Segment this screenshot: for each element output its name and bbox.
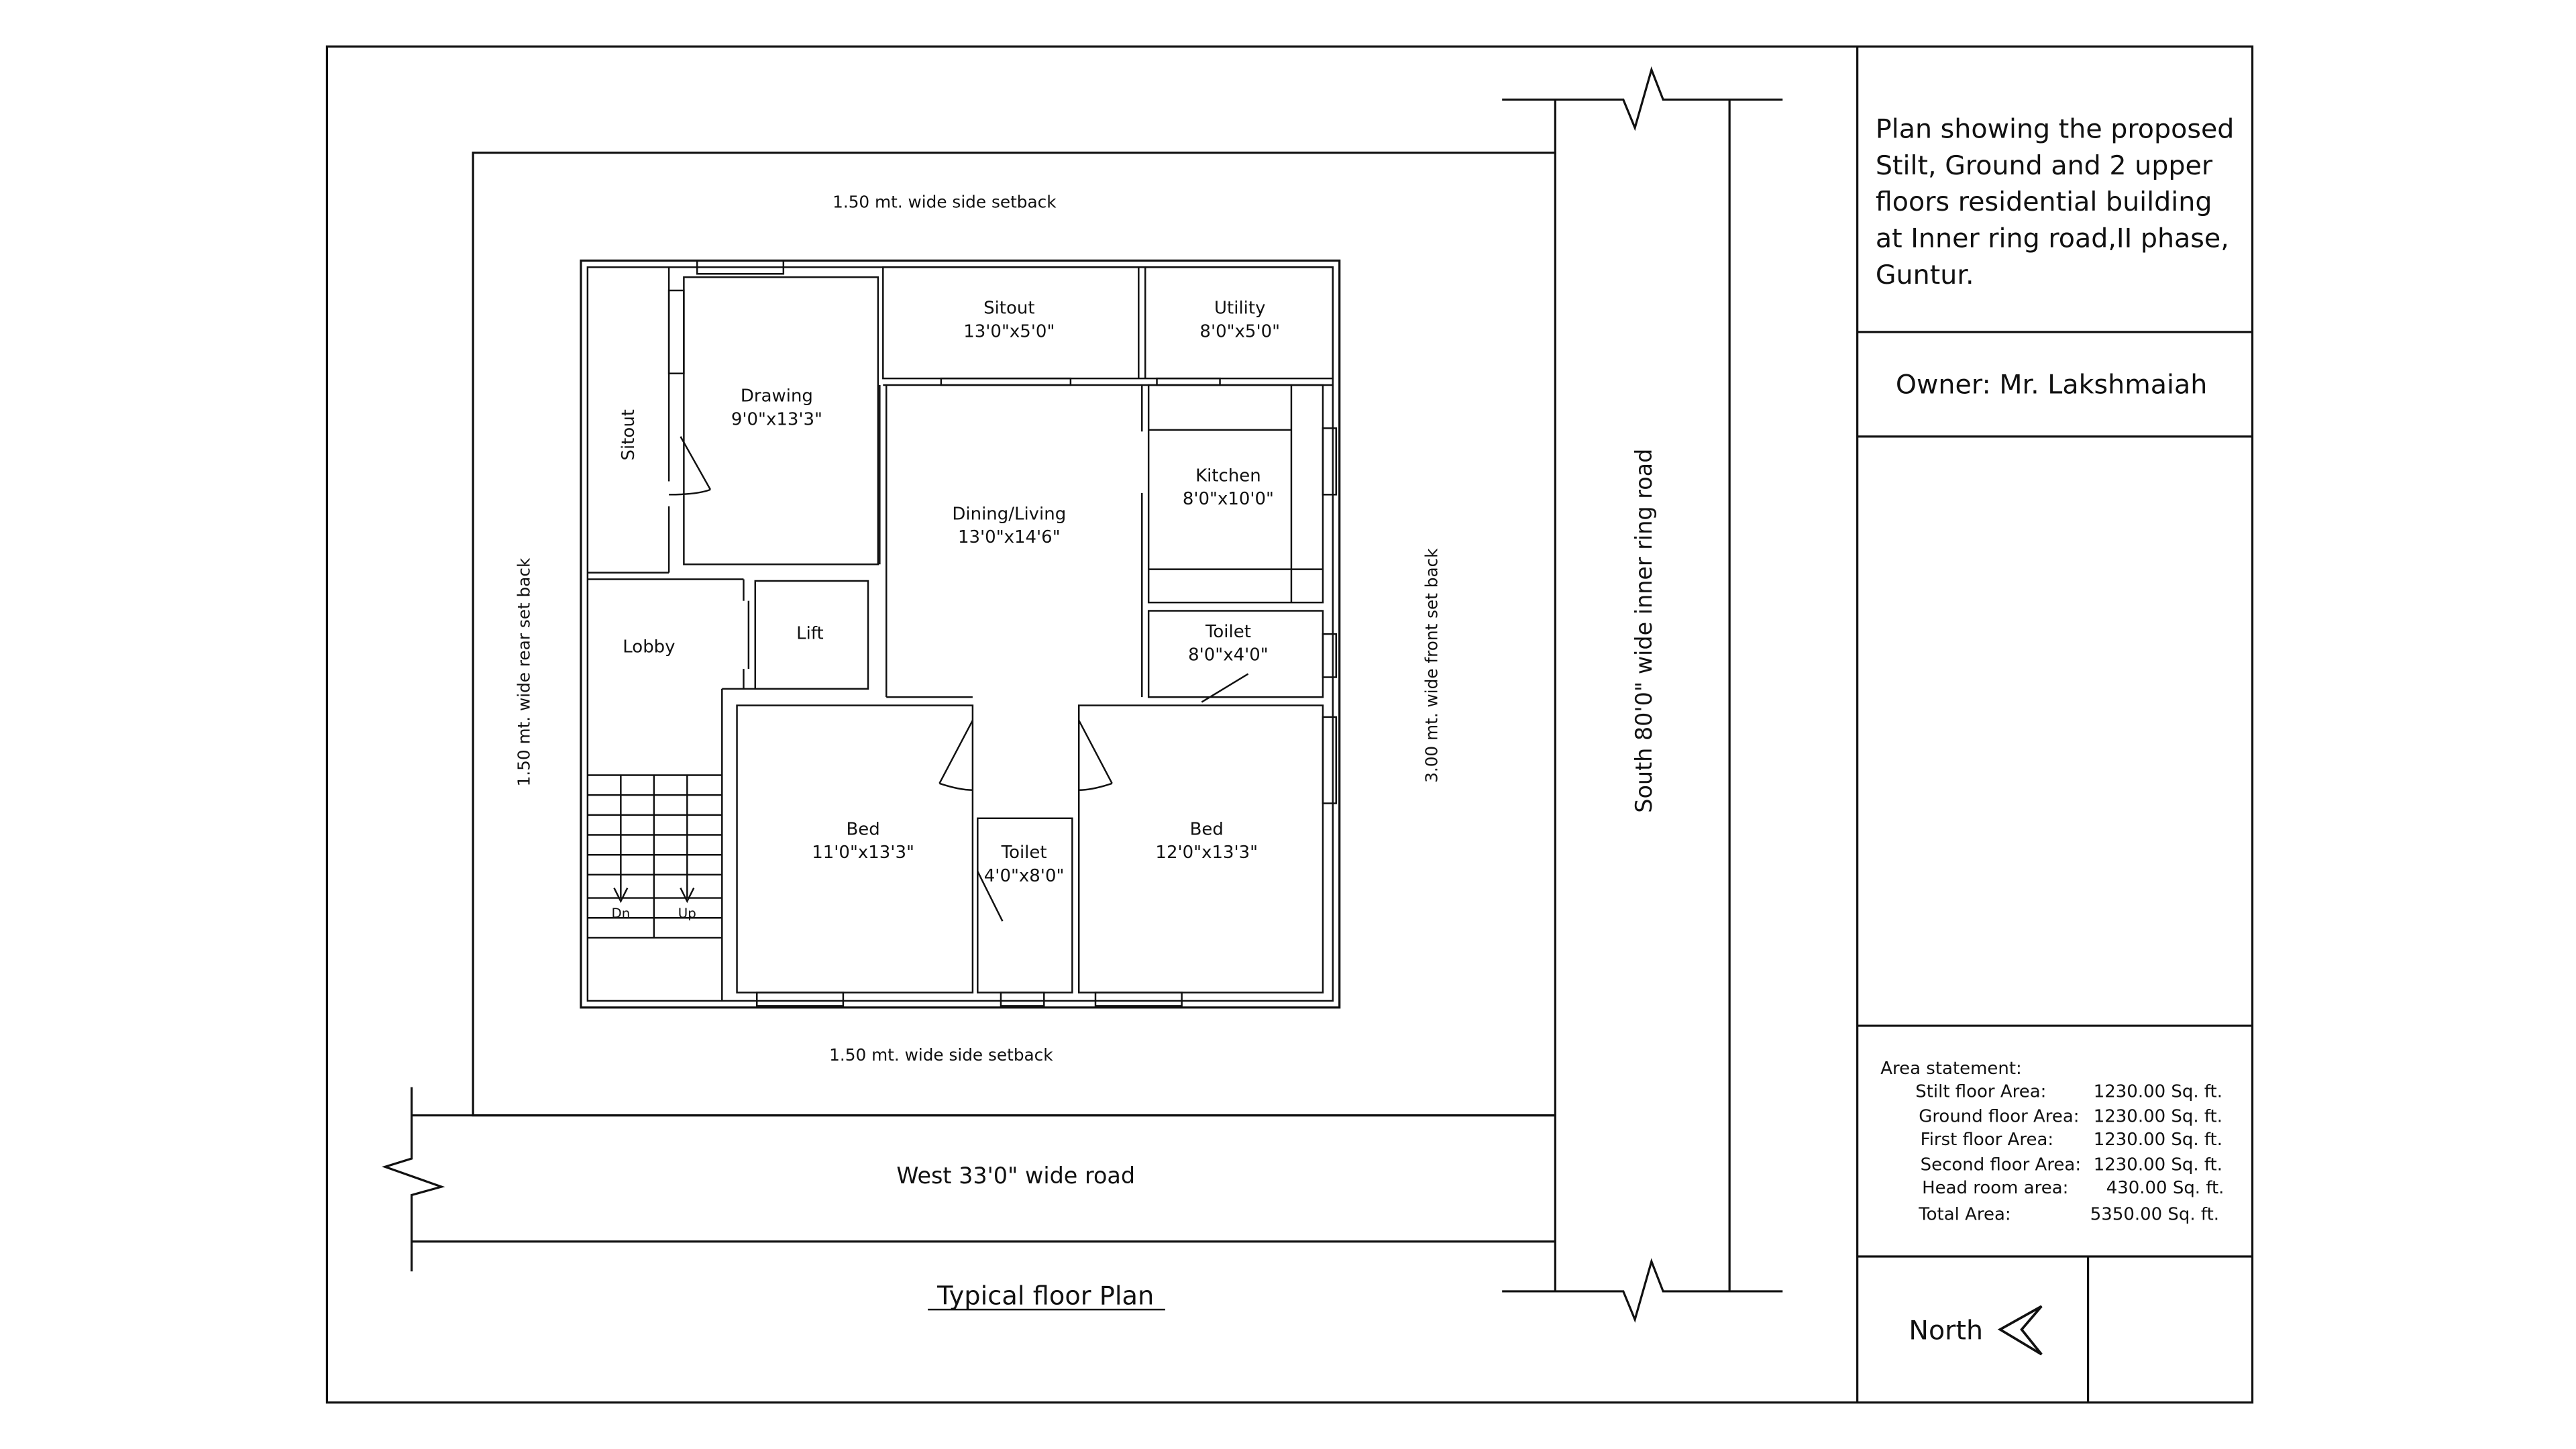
description-line-2: Stilt, Ground and 2 upper [1876, 150, 2213, 181]
room-kitchen-name: Kitchen [1195, 466, 1261, 486]
area-statement: Area statement: Stilt floor Area: 1230.0… [1880, 1059, 2224, 1225]
building-walls [580, 259, 1341, 1009]
room-toilet-2-name: Toilet [1001, 843, 1047, 863]
staircase [587, 774, 722, 939]
area-row-value: 1230.00 Sq. ft. [2094, 1081, 2222, 1102]
room-bed-1-size: 11'0"x13'3" [812, 843, 914, 863]
plot-boundary [381, 66, 1783, 1323]
plan-title: Typical floor Plan [936, 1281, 1154, 1311]
area-row-value: 1230.00 Sq. ft. [2094, 1155, 2222, 1175]
north-arrow-icon [1997, 1305, 2043, 1356]
area-row-label: Total Area: [1918, 1205, 2010, 1225]
setback-top-label: 1.50 mt. wide side setback [833, 192, 1057, 211]
room-dining-name: Dining/Living [952, 504, 1066, 524]
description-line-4: at Inner ring road,II phase, [1876, 223, 2229, 254]
north-label: North [1909, 1316, 1983, 1346]
room-kitchen-size: 8'0"x10'0" [1183, 489, 1274, 509]
area-row-label: First floor Area: [1921, 1130, 2053, 1150]
area-row-label: Second floor Area: [1921, 1155, 2081, 1175]
area-row-value: 1230.00 Sq. ft. [2094, 1107, 2222, 1127]
room-drawing-name: Drawing [741, 386, 813, 407]
owner-label: Owner: Mr. Lakshmaiah [1896, 369, 2207, 400]
room-toilet-1-size: 8'0"x4'0" [1188, 645, 1269, 665]
setback-rear-label: 1.50 mt. wide rear set back [514, 557, 533, 786]
area-row-label: Stilt floor Area: [1915, 1081, 2046, 1102]
area-row-value: 5350.00 Sq. ft. [2090, 1205, 2219, 1225]
room-sitout-side-name: Sitout [619, 409, 639, 460]
stair-dn-label: Dn [611, 906, 630, 921]
area-row-label: Ground floor Area: [1919, 1107, 2079, 1127]
description-line-1: Plan showing the proposed [1876, 113, 2235, 144]
area-heading: Area statement: [1880, 1059, 2021, 1079]
room-lift-name: Lift [796, 624, 824, 644]
room-lobby-name: Lobby [623, 637, 675, 657]
area-row-value: 1230.00 Sq. ft. [2094, 1130, 2222, 1150]
title-block: Plan showing the proposed Stilt, Ground … [1876, 113, 2235, 1356]
room-sitout-top-name: Sitout [983, 299, 1034, 319]
stair-up-label: Up [678, 906, 696, 921]
room-toilet-2-size: 4'0"x8'0" [984, 866, 1065, 886]
area-row-label: Head room area: [1922, 1178, 2068, 1198]
room-sitout-top-size: 13'0"x5'0" [963, 321, 1055, 341]
room-bed-2-name: Bed [1190, 820, 1224, 840]
site-labels: 1.50 mt. wide side setback 1.50 mt. wide… [514, 192, 1657, 1311]
room-utility-size: 8'0"x5'0" [1199, 321, 1280, 341]
west-road-label: West 33'0" wide road [896, 1163, 1135, 1189]
room-drawing-size: 9'0"x13'3" [731, 409, 822, 429]
sheet-frame [325, 45, 2254, 1404]
setback-bottom-label: 1.50 mt. wide side setback [829, 1045, 1053, 1065]
room-utility-name: Utility [1214, 299, 1265, 319]
setback-front-label: 3.00 mt. wide front set back [1422, 548, 1442, 783]
south-road-label: South 80'0" wide inner ring road [1631, 449, 1657, 813]
room-bed-2-size: 12'0"x13'3" [1155, 843, 1258, 863]
description-line-3: floors residential building [1876, 186, 2212, 217]
room-bed-1-name: Bed [846, 820, 879, 840]
room-dining-size: 13'0"x14'6" [958, 527, 1061, 547]
description-line-5: Guntur. [1876, 260, 1974, 290]
room-labels: Sitout 13'0"x5'0" Utility 8'0"x5'0" Draw… [611, 299, 1280, 922]
area-row-value: 430.00 Sq. ft. [2106, 1178, 2224, 1198]
room-toilet-1-name: Toilet [1205, 622, 1251, 642]
